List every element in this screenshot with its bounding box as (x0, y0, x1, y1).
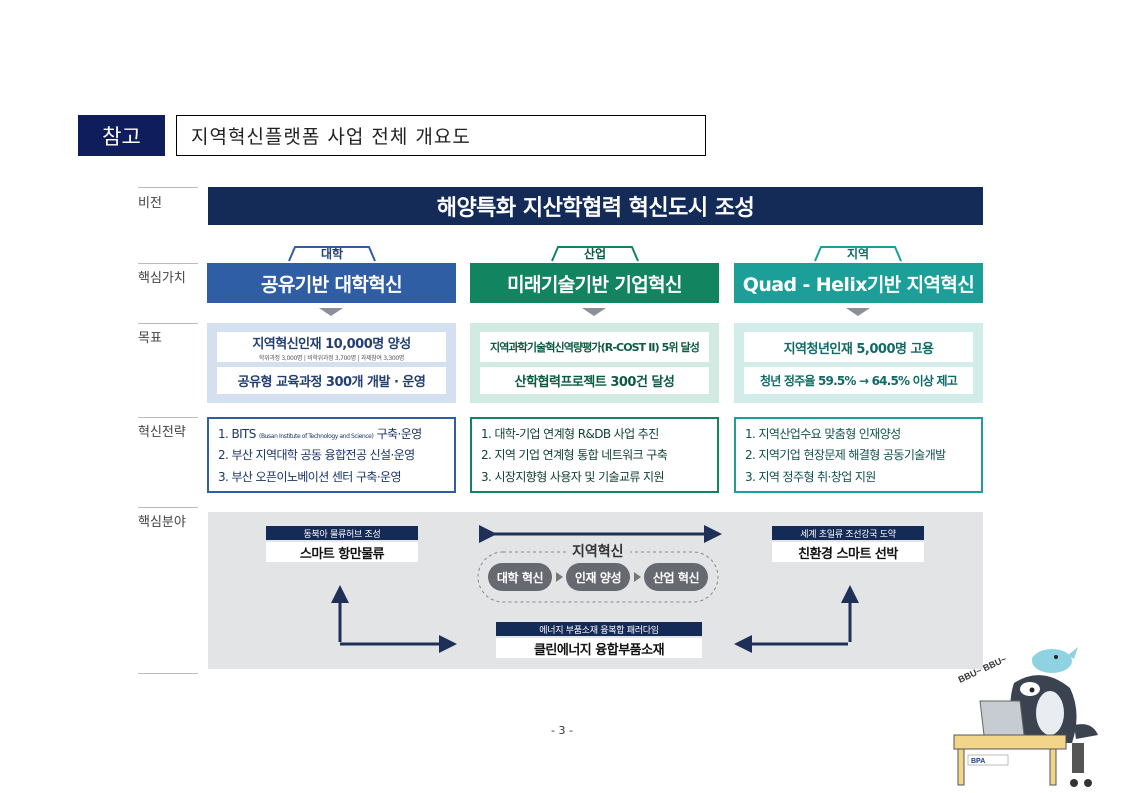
tab-outline (814, 246, 902, 262)
cycle-talent: 인재 양성 (566, 563, 630, 591)
strategy-item: 2. 지역기업 현장문제 해결형 공동기술개발 (745, 448, 946, 463)
core-fields-panel: 동북아 물류허브 조성 스마트 항만물류 세계 초일류 조선강국 도약 친환경 … (208, 512, 983, 669)
goal-box: 산학협력프로젝트 300건 달성 (480, 367, 709, 394)
flow-arrows (331, 525, 859, 653)
strategy-item: 2. 지역 기업 연계형 통합 네트워크 구축 (481, 448, 668, 463)
reference-tag: 참고 (78, 115, 165, 156)
goal-box: 공유형 교육과정 300개 개발 · 운영 (217, 367, 446, 394)
goal-box: 지역혁신인재 10,000명 양성 학위과정 3,000명 | 비학위과정 3,… (217, 332, 446, 362)
strategy-text: 구축·운영 (373, 427, 423, 442)
tab-label: 산업 (583, 247, 607, 261)
goal-box: 청년 정주율 59.5% → 64.5% 이상 제고 (744, 367, 973, 394)
strategy-box-region: 1. 지역산업수요 맞춤형 인재양성 2. 지역기업 현장문제 해결형 공동기술… (734, 417, 983, 493)
goal-panel-industry: 지역과학기술혁신역량평가(R-COST II) 5위 달성 산학협력프로젝트 3… (470, 323, 719, 403)
vision-banner: 해양특화 지산학협력 혁신도시 조성 (208, 187, 983, 225)
field-tag-shipbuilding: 세계 초일류 조선강국 도약 (772, 526, 924, 540)
chevron-down-icon (319, 308, 343, 316)
goal-panel-university: 지역혁신인재 10,000명 양성 학위과정 3,000명 | 비학위과정 3,… (207, 323, 456, 403)
row-divider (138, 263, 198, 264)
row-divider (138, 507, 198, 508)
goal-box: 지역청년인재 5,000명 고용 (744, 332, 973, 362)
row-divider (138, 323, 198, 324)
tab-outline (551, 246, 639, 262)
row-label-core-fields: 핵심분야 (138, 515, 186, 530)
row-label-vision: 비전 (138, 196, 162, 211)
goal-text: 지역청년인재 5,000명 고용 (783, 341, 934, 357)
page-number: - 3 - (551, 724, 573, 737)
play-arrow-icon (634, 572, 641, 582)
tab-outline (288, 246, 376, 262)
goal-subtext: 학위과정 3,000명 | 비학위과정 3,700명 | 과제참여 3,300명 (258, 354, 405, 362)
tab-label: 지역 (846, 247, 870, 261)
goal-text: 공유형 교육과정 300개 개발 · 운영 (237, 375, 426, 390)
row-label-strategies: 혁신전략 (138, 425, 186, 440)
goal-text: 산학협력프로젝트 300건 달성 (514, 375, 675, 390)
cycle-industry-innovation: 산업 혁신 (644, 563, 708, 591)
tab-region: 지역 (813, 246, 903, 262)
mascot-badge: BPA (971, 758, 985, 765)
field-tag-energy: 에너지 부품소재 융복합 패러다임 (496, 622, 702, 636)
goal-box: 지역과학기술혁신역량평가(R-COST II) 5위 달성 (480, 332, 709, 362)
core-value-region: Quad - Helix기반 지역혁신 (734, 263, 983, 303)
play-arrow-icon (556, 572, 563, 582)
tab-label: 대학 (320, 247, 344, 261)
strategy-note: (Busan Institute of Technology and Scien… (259, 433, 374, 441)
mascot-speech: BBU~ BBU~ (957, 654, 1008, 685)
strategy-item: 1. 대학-기업 연계형 R&DB 사업 추진 (481, 427, 659, 442)
strategy-item: 1. 지역산업수요 맞춤형 인재양성 (745, 427, 901, 442)
strategy-box-university: 1. BITS (Busan Institute of Technology a… (207, 417, 456, 493)
chevron-down-icon (582, 308, 606, 316)
row-divider (138, 187, 198, 188)
document-title: 지역혁신플랫폼 사업 전체 개요도 (176, 115, 706, 156)
regional-innovation-label: 지역혁신 (566, 541, 630, 561)
strategy-box-industry: 1. 대학-기업 연계형 R&DB 사업 추진 2. 지역 기업 연계형 통합 … (470, 417, 719, 493)
field-tag-logistics: 동북아 물류허브 조성 (266, 526, 418, 540)
core-value-university: 공유기반 대학혁신 (207, 263, 456, 303)
goal-text: 지역혁신인재 10,000명 양성 (252, 336, 411, 352)
field-logistics: 스마트 항만물류 (266, 542, 418, 562)
row-label-goals: 목표 (138, 331, 162, 346)
strategy-item: 3. 시장지향형 사용자 및 기술교류 지원 (481, 469, 665, 484)
strategy-item: 1. BITS (Busan Institute of Technology a… (218, 425, 445, 442)
row-divider (138, 417, 198, 418)
goal-text: 지역과학기술혁신역량평가(R-COST II) 5위 달성 (490, 341, 700, 354)
cycle-university-innovation: 대학 혁신 (488, 563, 552, 591)
mascot-illustration: BPA BBU~ BBU~ (953, 647, 1098, 787)
field-shipbuilding: 친환경 스마트 선박 (772, 542, 924, 562)
strategy-item: 3. 부산 오픈이노베이션 센터 구축·운영 (218, 469, 402, 484)
core-value-industry: 미래기술기반 기업혁신 (470, 263, 719, 303)
chevron-down-icon (846, 308, 870, 316)
field-energy: 클린에너지 융합부품소재 (496, 638, 702, 658)
tab-industry: 산업 (550, 246, 640, 262)
tab-university: 대학 (287, 246, 377, 262)
goal-panel-region: 지역청년인재 5,000명 고용 청년 정주율 59.5% → 64.5% 이상… (734, 323, 983, 403)
strategy-text: 1. BITS (218, 427, 259, 442)
strategy-item: 2. 부산 지역대학 공동 융합전공 신설·운영 (218, 448, 415, 463)
strategy-item: 3. 지역 정주형 취·창업 지원 (745, 469, 876, 484)
goal-text: 청년 정주율 59.5% → 64.5% 이상 제고 (760, 374, 958, 388)
row-divider (138, 673, 198, 674)
row-label-core-values: 핵심가치 (138, 271, 186, 286)
